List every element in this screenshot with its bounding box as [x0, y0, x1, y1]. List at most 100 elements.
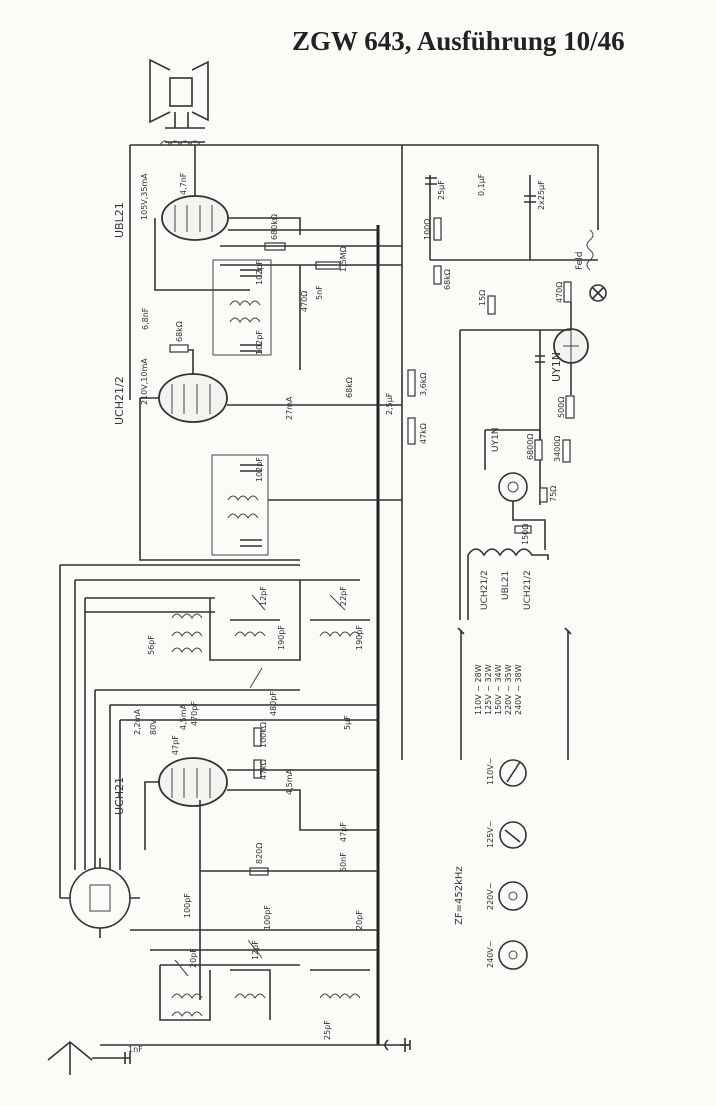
resistor-47k	[407, 417, 416, 445]
label-r-3k6: 3,6kΩ	[419, 373, 428, 396]
resistor-75	[539, 487, 548, 503]
voltage-power-table: 110V ~ 28W 125V ~ 32W 150V ~ 34W 220V ~ …	[474, 664, 523, 715]
label-r-820: 820Ω	[255, 843, 264, 864]
tube-uch21-2	[158, 373, 228, 423]
tube-uch21	[158, 757, 228, 807]
label-r-75: 75Ω	[549, 486, 558, 502]
label-r-68k: 68kΩ	[175, 321, 184, 342]
label-r-6800: 6800Ω	[526, 434, 535, 460]
label-c-470pf: 470pF	[190, 701, 199, 726]
label-c-50nf: 50nF	[339, 852, 348, 872]
coil-set-1	[171, 613, 361, 653]
voltage-selector-125	[499, 821, 527, 849]
label-c-102pf-a: 102pF	[255, 260, 264, 285]
label-mixer-anode-voltage: 80V	[149, 719, 158, 735]
label-potentiometer: 470Ω	[300, 291, 309, 312]
voltage-line-4: 220V ~ 35W	[504, 664, 513, 715]
label-uy1n-socket: UY1N	[491, 427, 501, 452]
label-c-47pf-b: 47pF	[339, 822, 348, 842]
label-c-20pf: 20pF	[355, 910, 364, 930]
if-transformer-2	[211, 454, 269, 556]
label-r-100: 100Ω	[423, 219, 432, 240]
label-c-47pf: 47pF	[171, 735, 180, 755]
resistor-15	[487, 295, 496, 315]
voltage-selector-220	[498, 881, 528, 911]
label-heater-uch2: UCH21/2	[480, 570, 490, 610]
label-r-15m: 1,5MΩ	[339, 246, 348, 272]
label-r-68k-ps: 68kΩ	[443, 269, 452, 290]
resistor-47k-mixer	[253, 759, 262, 779]
label-c-47nf: 4,7nF	[179, 172, 188, 195]
band-switch	[60, 858, 140, 938]
label-c-01uf: 0,1µF	[477, 173, 486, 196]
voltage-line-5: 240V ~ 38W	[514, 664, 523, 715]
label-r-100k-mixer: 100kΩ	[259, 722, 268, 748]
label-r-470: 470Ω	[555, 282, 564, 303]
label-uch2-current: 27mA	[285, 396, 294, 420]
tube-ubl21	[161, 195, 229, 241]
loudspeaker-symbol	[149, 58, 209, 128]
label-r-15: 15Ω	[478, 290, 487, 306]
label-heater-uch: UCH21/2	[523, 570, 533, 610]
resistor-68k	[169, 344, 189, 353]
label-uch21-current: 4,5mA	[285, 768, 294, 795]
label-tap-240: 240V~	[486, 941, 495, 968]
resistor-100	[433, 217, 442, 241]
resistor-6800	[534, 439, 543, 461]
label-r-47k: 47kΩ	[419, 423, 428, 444]
label-uch21-2: UCH21/2	[113, 376, 126, 425]
resistor-500-heater	[565, 395, 575, 419]
label-mixer-anode-current: 2,2mA	[133, 708, 142, 735]
label-if-frequency: ZF=452kHz	[454, 866, 465, 925]
label-uy1n: UY1N	[550, 352, 563, 382]
label-uch2-operating: 210V,10mA	[140, 358, 149, 405]
voltage-line-1: 110V ~ 28W	[474, 664, 483, 715]
label-mixer-current: 4,5mA	[179, 703, 188, 730]
label-r-3400: 3400Ω	[553, 436, 562, 462]
resistor-68k-ps	[433, 265, 442, 285]
voltage-selector-240	[498, 940, 528, 970]
label-r-500-heater: 500Ω	[557, 397, 566, 418]
label-c-480pf: 480pF	[269, 691, 278, 716]
label-c-102pf-c: 102pF	[255, 457, 264, 482]
label-c-25uf: 25µF	[437, 180, 446, 200]
label-c-20pf-b: 20pF	[189, 948, 198, 968]
label-c-12pf-b: 12pF	[251, 940, 260, 960]
label-tap-110: 110V~	[486, 758, 495, 785]
if-transformer-1	[212, 259, 272, 356]
voltage-line-2: 125V ~ 32W	[484, 664, 493, 715]
label-c-2x25uf: 2x25µF	[537, 180, 546, 210]
label-ubl21: UBL21	[113, 202, 126, 238]
label-c-25pf: 25pF	[323, 1020, 332, 1040]
label-c-4-402: 100pF	[263, 905, 272, 930]
label-ubl-operating: 105V,35mA	[140, 173, 149, 220]
resistor-470	[563, 281, 572, 303]
rectifier-socket	[498, 472, 528, 502]
label-c-5nf: 5nF	[315, 285, 324, 300]
label-r-68-2: 68kΩ	[345, 377, 354, 398]
label-c-68nf: 6,8nF	[141, 307, 150, 330]
pilot-lamp	[589, 284, 607, 302]
label-c-1nf: 1nF	[128, 1045, 143, 1054]
label-c-190pf: 190pF	[277, 625, 286, 650]
label-c-5uf-mixer: 5µF	[343, 715, 352, 730]
output-transformer	[159, 127, 205, 146]
coil-set-2	[171, 993, 361, 1017]
field-coil	[586, 229, 594, 271]
resistor-150	[514, 525, 532, 534]
label-c-100pf: 100pF	[183, 893, 192, 918]
label-c-12pf: 12pF	[259, 586, 268, 606]
label-tap-125: 125V~	[486, 821, 495, 848]
resistor-3k6	[407, 369, 416, 397]
resistor-100k-mixer	[253, 727, 262, 747]
label-c-102pf-b: 102pF	[255, 330, 264, 355]
resistor-3400	[562, 439, 571, 463]
page-title: ZGW 643, Ausführung 10/46	[292, 26, 625, 56]
label-tap-220: 220V~	[486, 883, 495, 910]
label-r-680k: 680kΩ	[270, 214, 279, 240]
voltage-line-3: 150V ~ 34W	[494, 664, 503, 715]
label-heater-ubl: UBL21	[501, 571, 511, 600]
label-c-190pf-b: 190pF	[355, 625, 364, 650]
